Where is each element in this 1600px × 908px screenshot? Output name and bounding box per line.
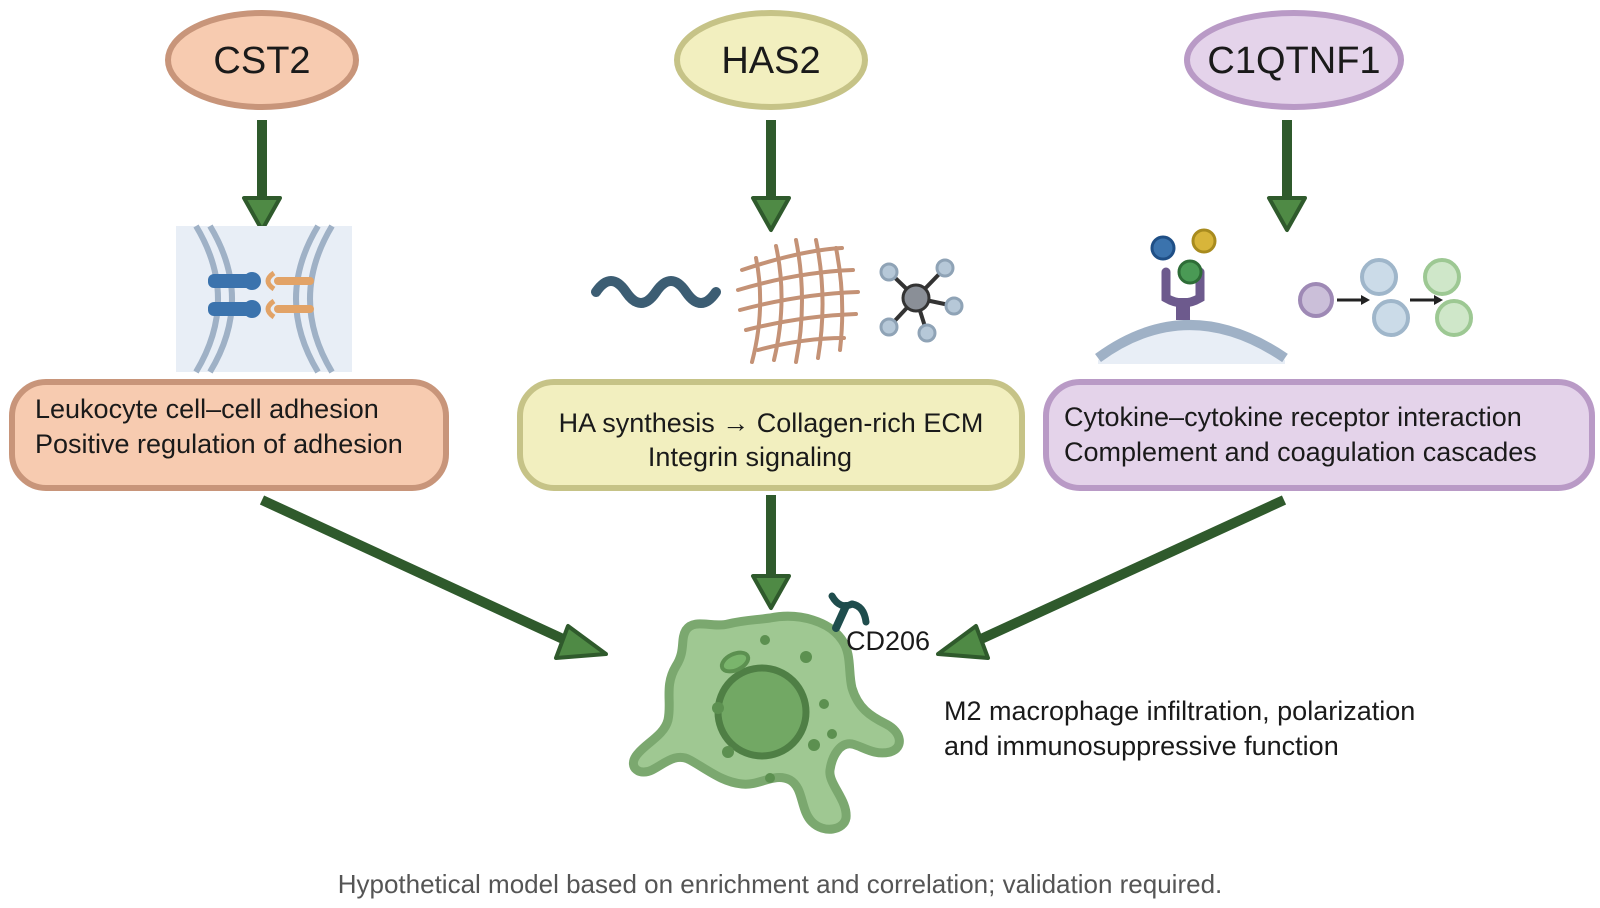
arrow-c1qtnf1-down (1267, 120, 1307, 232)
arrow-cytokine-to-macrophage (936, 495, 1287, 660)
gene-label-c1qtnf1: C1QTNF1 (1207, 40, 1380, 82)
pathway-box-c1qtnf1: Cytokine–cytokine receptor interaction C… (1043, 379, 1595, 491)
pathway-line: Integrin signaling (648, 442, 852, 472)
outcome-text-line: M2 macrophage infiltration, polarization (944, 696, 1415, 726)
hyaluronan-chain-icon (591, 276, 721, 308)
pathway-line: HA synthesis → Collagen-rich ECM (559, 408, 984, 438)
footer-note: Hypothetical model based on enrichment a… (338, 869, 1223, 899)
gene-node-c1qtnf1: C1QTNF1 (1184, 10, 1404, 110)
outcome-text-line: and immunosuppressive function (944, 731, 1339, 761)
complement-cascade-icon (1298, 258, 1473, 337)
m2-macrophage-cell (628, 611, 904, 834)
pathway-line: Positive regulation of adhesion (35, 429, 403, 459)
cd206-receptor-icon (828, 592, 870, 632)
arrow-ecm-to-macrophage (751, 495, 791, 610)
gene-label-has2: HAS2 (721, 40, 820, 82)
arrow-has2-down (751, 120, 791, 232)
cytokine-receptor-icon (1095, 228, 1288, 364)
gene-node-cst2: CST2 (165, 10, 359, 110)
cd206-label: CD206 (846, 626, 930, 656)
pathway-line: Complement and coagulation cascades (1064, 437, 1537, 467)
collagen-mesh-icon (736, 238, 860, 364)
arrow-adhesion-to-macrophage (259, 495, 608, 660)
pathway-box-has2: HA synthesis → Collagen-rich ECM Integri… (517, 379, 1025, 491)
arrow-cst2-down (242, 120, 282, 232)
integrin-hub-icon (879, 258, 964, 343)
pathway-line: Leukocyte cell–cell adhesion (35, 394, 379, 424)
cell-adhesion-icon (176, 224, 352, 374)
pathway-box-cst2: Leukocyte cell–cell adhesion Positive re… (9, 379, 449, 491)
pathway-line: Cytokine–cytokine receptor interaction (1064, 402, 1522, 432)
gene-label-cst2: CST2 (213, 40, 310, 82)
gene-node-has2: HAS2 (674, 10, 868, 110)
